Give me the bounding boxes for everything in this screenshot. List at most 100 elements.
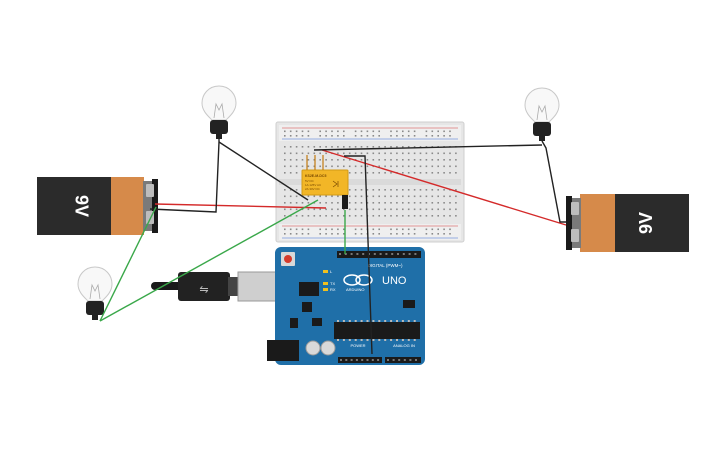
header-pin	[391, 253, 394, 255]
bulb-top-right[interactable]	[524, 87, 560, 141]
breadboard-hole	[407, 228, 410, 231]
breadboard[interactable]	[275, 121, 465, 243]
breadboard-hole	[378, 233, 380, 235]
breadboard-hole	[419, 189, 422, 191]
wire-red-left-battery-to-relay[interactable]	[154, 203, 327, 209]
breadboard-hole	[331, 233, 333, 235]
chip-pin	[342, 320, 345, 322]
breadboard-hole	[449, 152, 451, 155]
breadboard-hole	[431, 130, 434, 133]
breadboard-hole	[354, 146, 357, 148]
arduino-uno[interactable]: ⇋ DIGITAL (PWM~) UNO ARDUINO L TX RX	[151, 247, 425, 365]
battery-left[interactable]: 9V	[37, 177, 158, 235]
breadboard-hole	[425, 152, 428, 155]
chip-pin	[396, 339, 398, 341]
breadboard-hole	[378, 159, 380, 161]
breadboard-hole	[390, 172, 392, 174]
breadboard-hole	[325, 146, 327, 148]
breadboard-hole	[319, 195, 321, 198]
breadboard-hole	[319, 208, 321, 211]
wire-black-bulb-to-left-battery[interactable]	[149, 139, 220, 213]
breadboard-hole	[313, 215, 316, 217]
breadboard-hole	[455, 172, 457, 174]
breadboard-hole	[437, 228, 439, 231]
digital-header[interactable]	[337, 251, 421, 258]
battery-right-terminal-neg[interactable]	[571, 229, 579, 242]
breadboard-hole	[319, 215, 321, 217]
header-pin	[350, 253, 353, 255]
breadboard-hole	[425, 172, 428, 174]
breadboard-hole	[402, 228, 404, 231]
breadboard-hole	[313, 195, 316, 198]
breadboard-hole	[289, 165, 292, 168]
breadboard-hole	[443, 165, 445, 168]
breadboard-hole	[402, 195, 404, 198]
breadboard-hole	[301, 159, 304, 161]
breadboard-hole	[301, 152, 304, 155]
breadboard-hole	[289, 152, 292, 155]
battery-left-terminal-pos[interactable]	[146, 184, 154, 197]
breadboard-hole	[343, 233, 345, 235]
breadboard-hole	[295, 146, 298, 148]
breadboard-hole	[413, 159, 416, 161]
breadboard-hole	[413, 208, 416, 211]
breadboard-hole	[402, 215, 404, 217]
breadboard-hole	[455, 159, 457, 161]
usb-plug[interactable]	[178, 272, 230, 301]
breadboard-hole	[425, 130, 428, 133]
breadboard-hole	[390, 159, 392, 161]
breadboard-hole	[360, 189, 363, 191]
breadboard-hole	[284, 215, 286, 217]
analog-header[interactable]	[385, 357, 421, 363]
breadboard-hole	[325, 208, 327, 211]
chip-pin	[337, 320, 339, 322]
power-header[interactable]	[338, 357, 382, 363]
breadboard-hole	[360, 195, 363, 198]
diode[interactable]	[342, 195, 348, 209]
wire-black-relay-to-right-bulb[interactable]	[313, 144, 543, 151]
wire-red-relay-to-right-battery[interactable]	[321, 149, 567, 226]
breadboard-hole	[319, 228, 321, 231]
breadboard-hole	[437, 165, 439, 168]
led-rx-label: RX	[330, 287, 336, 292]
chip-pin	[396, 320, 398, 322]
breadboard-hole	[301, 165, 304, 168]
breadboard-hole	[455, 202, 457, 204]
breadboard-hole	[449, 172, 451, 174]
battery-right-terminal-pos[interactable]	[571, 202, 579, 215]
breadboard-hole	[307, 165, 310, 168]
reset-button[interactable]	[284, 255, 292, 263]
wire-green-left-battery-to-bulb[interactable]	[99, 206, 157, 322]
wires[interactable]	[99, 139, 567, 355]
breadboard-hole	[337, 202, 339, 204]
breadboard-hole	[366, 146, 369, 148]
wire-black-bulb-to-relay[interactable]	[218, 141, 309, 201]
breadboard-hole	[366, 159, 369, 161]
breadboard-hole	[360, 233, 363, 235]
wire-black-breadboard-to-gnd[interactable]	[344, 155, 373, 355]
breadboard-hole	[419, 172, 422, 174]
wire-black-right-bulb-to-battery[interactable]	[541, 140, 566, 223]
breadboard-hole	[413, 130, 416, 133]
header-pin	[355, 359, 358, 361]
breadboard-hole	[390, 165, 392, 168]
breadboard-hole	[413, 195, 416, 198]
breadboard-hole	[284, 130, 286, 133]
breadboard-hole	[407, 208, 410, 211]
breadboard-hole	[354, 233, 357, 235]
chip-pin	[372, 339, 375, 341]
bulb-glass	[77, 266, 113, 302]
header-pin	[344, 253, 347, 255]
battery-right[interactable]: 9V	[566, 194, 689, 252]
breadboard-hole	[443, 172, 445, 174]
bulb-bottom-left[interactable]	[77, 266, 113, 320]
breadboard-hole	[402, 130, 404, 133]
relay[interactable]: KS2E-M-DC5 5V DC 1A 125V AC 2A 30V DC	[301, 155, 349, 196]
breadboard-hole	[372, 228, 375, 231]
wire-green-bulb-to-breadboard[interactable]	[99, 199, 319, 322]
power-jack[interactable]	[267, 340, 299, 361]
bulb-top-left[interactable]	[201, 85, 237, 139]
bulb-filament	[89, 283, 101, 300]
breadboard-hole	[331, 130, 333, 133]
